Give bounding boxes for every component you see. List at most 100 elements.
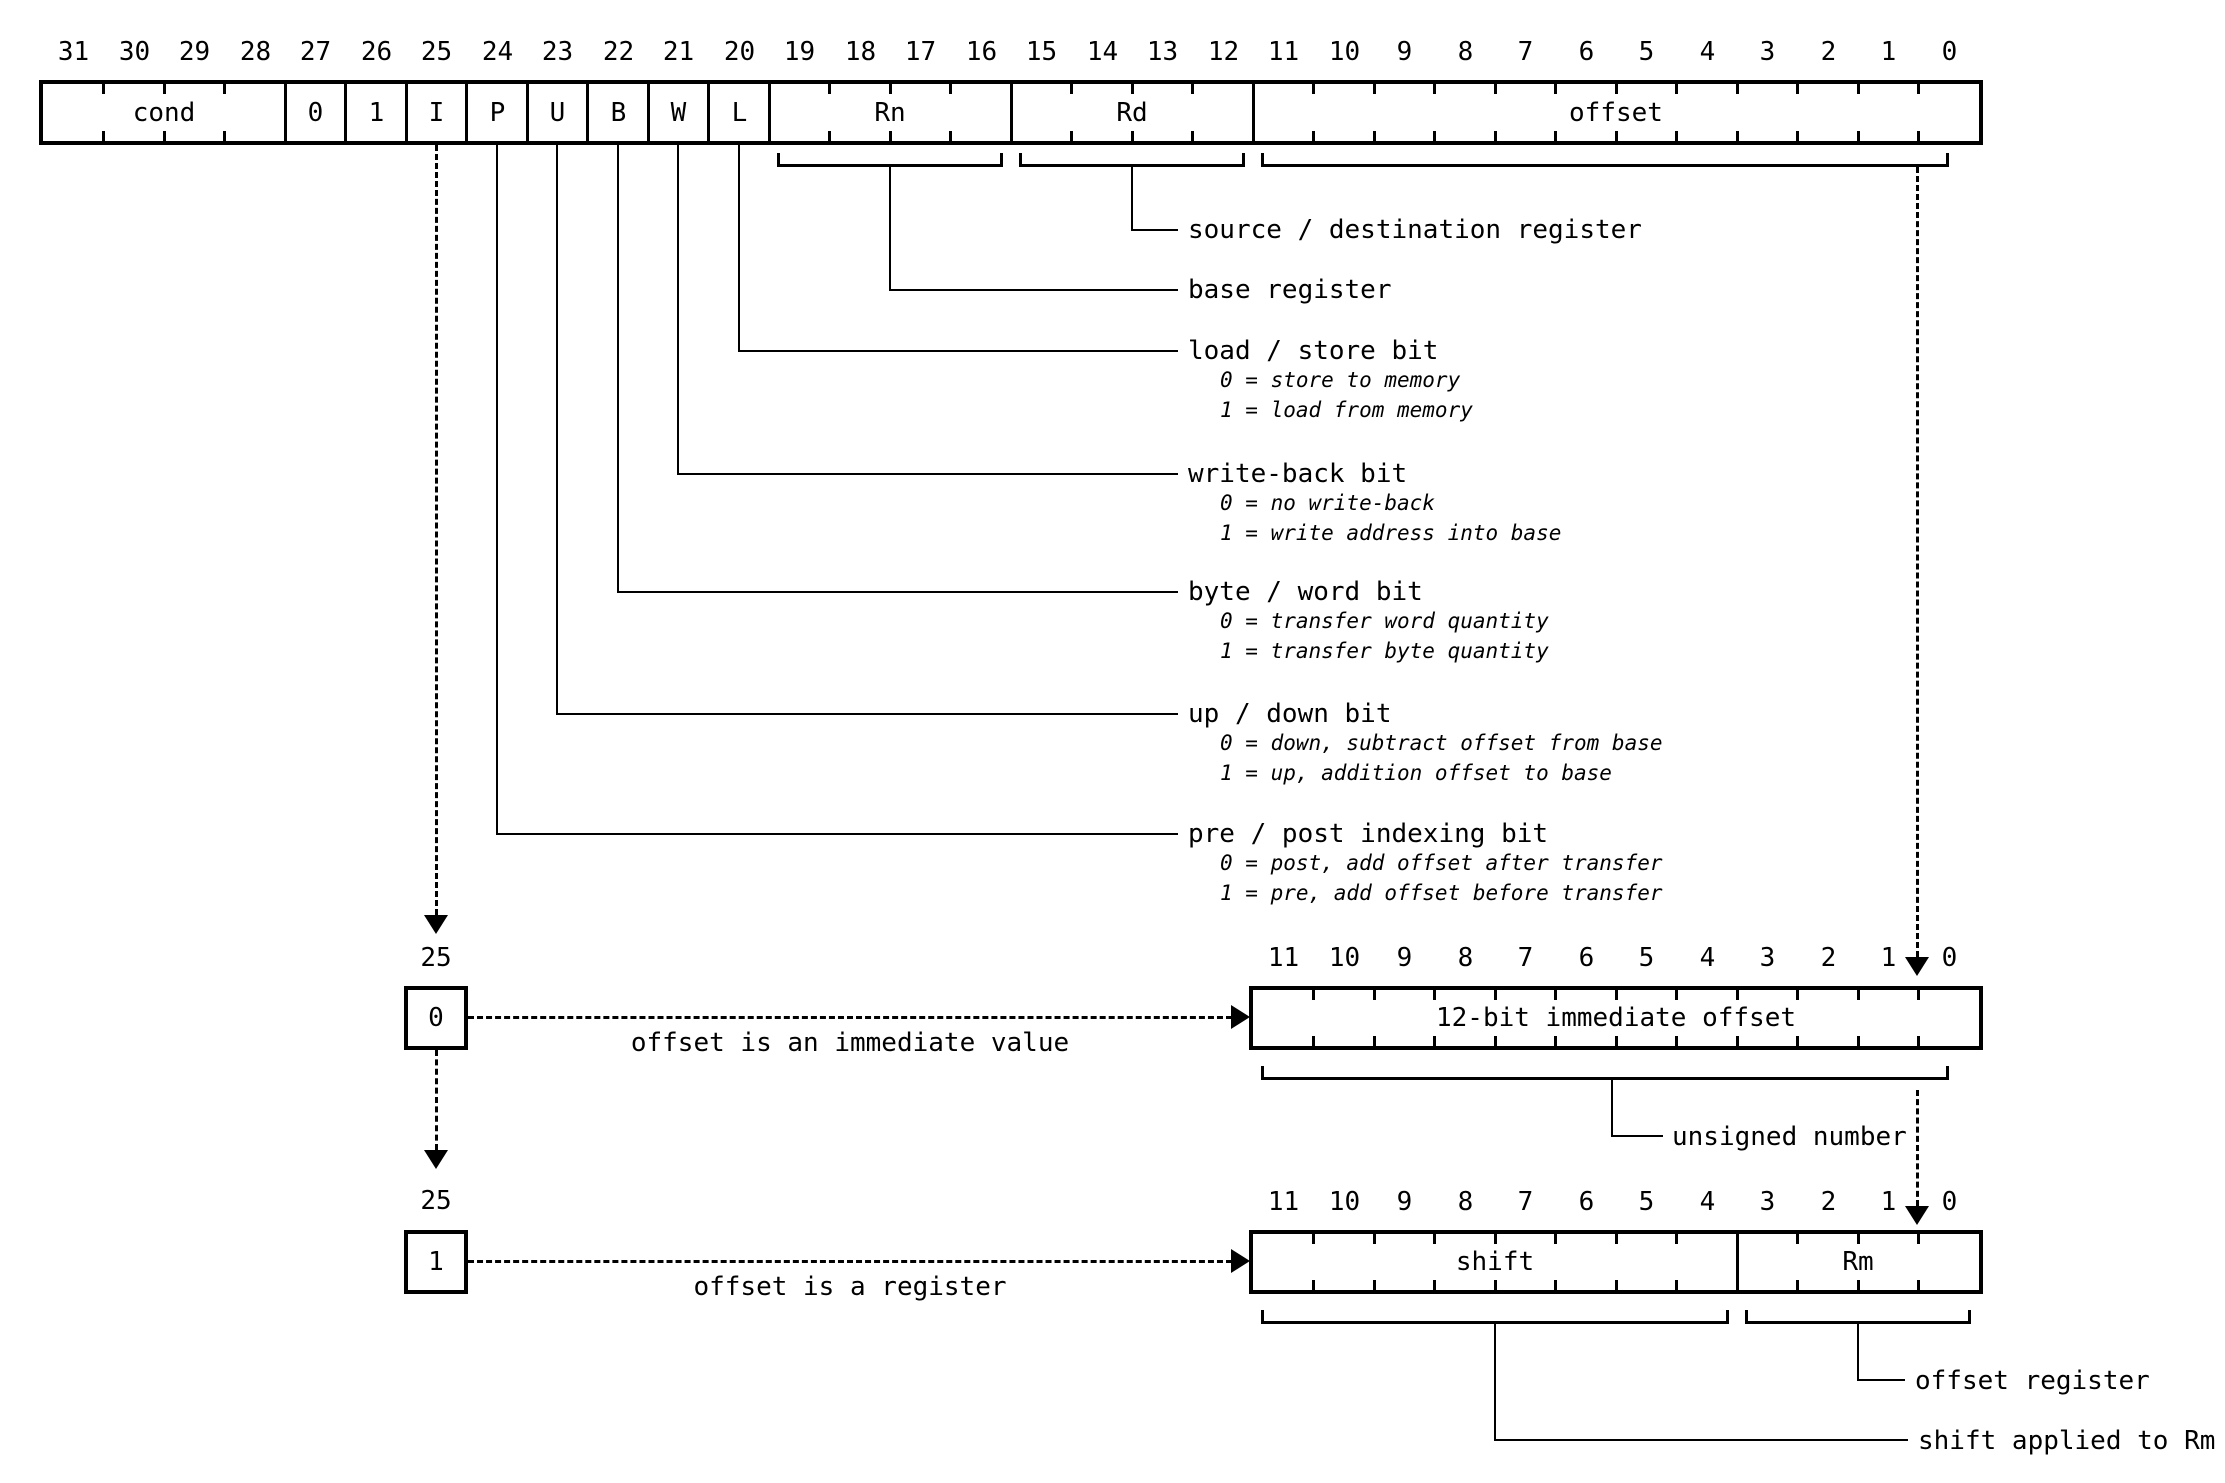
- main-register-field-label: 1: [368, 98, 385, 128]
- bit-tick: [1857, 1280, 1860, 1290]
- bit-tick: [223, 84, 226, 94]
- field-divider: [1736, 1234, 1739, 1290]
- bit-tick: [1615, 1234, 1618, 1244]
- bit-tick: [1675, 1036, 1678, 1046]
- bit-tick: [1131, 131, 1134, 141]
- offset-register-label: offset register: [1915, 1366, 2150, 1396]
- bit-tick: [1857, 1234, 1860, 1244]
- main-register-bit-number: 9: [1396, 37, 1413, 67]
- annotation-detail: 1 = transfer byte quantity: [1220, 639, 1549, 663]
- main-register-field-label: cond: [132, 98, 196, 128]
- bit-tick: [1373, 990, 1376, 1000]
- main-register-bit-number: 29: [178, 37, 211, 67]
- immediate-offset-register-bit-number: 1: [1880, 943, 1897, 973]
- bit-tick: [1070, 84, 1073, 94]
- bit-tick: [1494, 84, 1497, 94]
- annotation-label: up / down bit: [1188, 699, 1392, 729]
- bit-tick: [1373, 131, 1376, 141]
- bit-tick: [1312, 990, 1315, 1000]
- bit-tick: [1554, 1280, 1557, 1290]
- immediate-offset-register-bit-number: 11: [1267, 943, 1300, 973]
- main-register-bit-number: 11: [1267, 37, 1300, 67]
- field-divider: [1252, 84, 1255, 141]
- annotation-connector-line: [496, 145, 498, 834]
- arrow-right-icon: [1231, 1005, 1250, 1029]
- bit-tick: [102, 84, 105, 94]
- bit-tick: [223, 131, 226, 141]
- immediate-arrow-label: offset is an immediate value: [630, 1028, 1070, 1058]
- annotation-connector-line: [677, 473, 1178, 475]
- main-register-bit-number: 24: [481, 37, 514, 67]
- bit-tick: [1675, 131, 1678, 141]
- main-register-bit-number: 12: [1207, 37, 1240, 67]
- bit-tick: [1736, 84, 1739, 94]
- annotation-detail: 1 = pre, add offset before transfer: [1220, 881, 1663, 905]
- immediate-offset-register-bit-number: 7: [1517, 943, 1534, 973]
- main-register-bit-number: 0: [1941, 37, 1958, 67]
- arrow-right-icon: [1231, 1249, 1250, 1273]
- immediate-offset-register-bit-number: 6: [1578, 943, 1595, 973]
- annotation-connector-line: [738, 145, 740, 351]
- shift-rm-register-bit-number: 3: [1759, 1187, 1776, 1217]
- bit-tick: [1554, 1234, 1557, 1244]
- bit-tick: [1796, 84, 1799, 94]
- immediate-offset-register-bit-number: 4: [1699, 943, 1716, 973]
- bit-tick: [1191, 84, 1194, 94]
- bit-tick: [828, 84, 831, 94]
- immediate-offset-register-bit-number: 9: [1396, 943, 1413, 973]
- bit-tick: [1554, 1036, 1557, 1046]
- bit-tick: [1494, 1234, 1497, 1244]
- bit-tick: [1373, 84, 1376, 94]
- immediate-offset-register-bit-number: 2: [1820, 943, 1837, 973]
- bit-tick: [102, 131, 105, 141]
- bit-tick: [1857, 84, 1860, 94]
- bit-tick: [163, 131, 166, 141]
- annotation-connector-line: [1131, 167, 1133, 230]
- field-divider: [707, 84, 710, 141]
- bit-tick: [889, 84, 892, 94]
- rn-field-bracket: [777, 153, 1003, 167]
- arrow-down-icon: [1905, 1206, 1929, 1225]
- immediate-offset-register-bit-number: 5: [1638, 943, 1655, 973]
- note-connector-line: [1611, 1080, 1613, 1137]
- bit25-position-label: 25: [420, 1186, 452, 1216]
- bit-tick: [889, 131, 892, 141]
- main-register-bit-number: 31: [57, 37, 90, 67]
- main-register-bit-number: 21: [662, 37, 695, 67]
- arrow-down-icon: [1905, 957, 1929, 976]
- bit-tick: [1615, 131, 1618, 141]
- field-divider: [284, 84, 287, 141]
- bit-tick: [1494, 131, 1497, 141]
- main-register-field-label: W: [670, 98, 687, 128]
- bit-tick: [828, 131, 831, 141]
- annotation-connector-line: [496, 833, 1178, 835]
- main-register-bit-number: 15: [1025, 37, 1058, 67]
- bit-tick: [1070, 131, 1073, 141]
- main-register-bit-number: 10: [1328, 37, 1361, 67]
- bit-tick: [1796, 1234, 1799, 1244]
- shift-rm-register-bit-number: 10: [1328, 1187, 1361, 1217]
- annotation-connector-line: [889, 289, 1178, 291]
- bit-tick: [949, 131, 952, 141]
- bit-tick: [1433, 1036, 1436, 1046]
- annotation-detail: 0 = no write-back: [1220, 491, 1435, 515]
- main-register-bit-number: 3: [1759, 37, 1776, 67]
- bit25-position-label: 25: [420, 943, 452, 973]
- annotation-connector-line: [556, 145, 558, 714]
- bit-tick: [1494, 1036, 1497, 1046]
- bit-tick: [1736, 131, 1739, 141]
- main-register-bit-number: 28: [239, 37, 272, 67]
- bit-tick: [1615, 1280, 1618, 1290]
- annotation-detail: 0 = store to memory: [1220, 368, 1461, 392]
- annotation-connector-line: [556, 713, 1178, 715]
- rd-field-bracket: [1019, 153, 1245, 167]
- bit-tick: [1917, 1036, 1920, 1046]
- annotation-label: pre / post indexing bit: [1188, 819, 1549, 849]
- annotation-detail: 1 = load from memory: [1220, 398, 1473, 422]
- register-dashed-arrow: [468, 1260, 1232, 1263]
- annotation-detail: 0 = transfer word quantity: [1220, 609, 1549, 633]
- main-register-bit-number: 25: [420, 37, 453, 67]
- bit-tick: [1191, 131, 1194, 141]
- bit-tick: [949, 84, 952, 94]
- shift-field-bracket: [1261, 1310, 1729, 1324]
